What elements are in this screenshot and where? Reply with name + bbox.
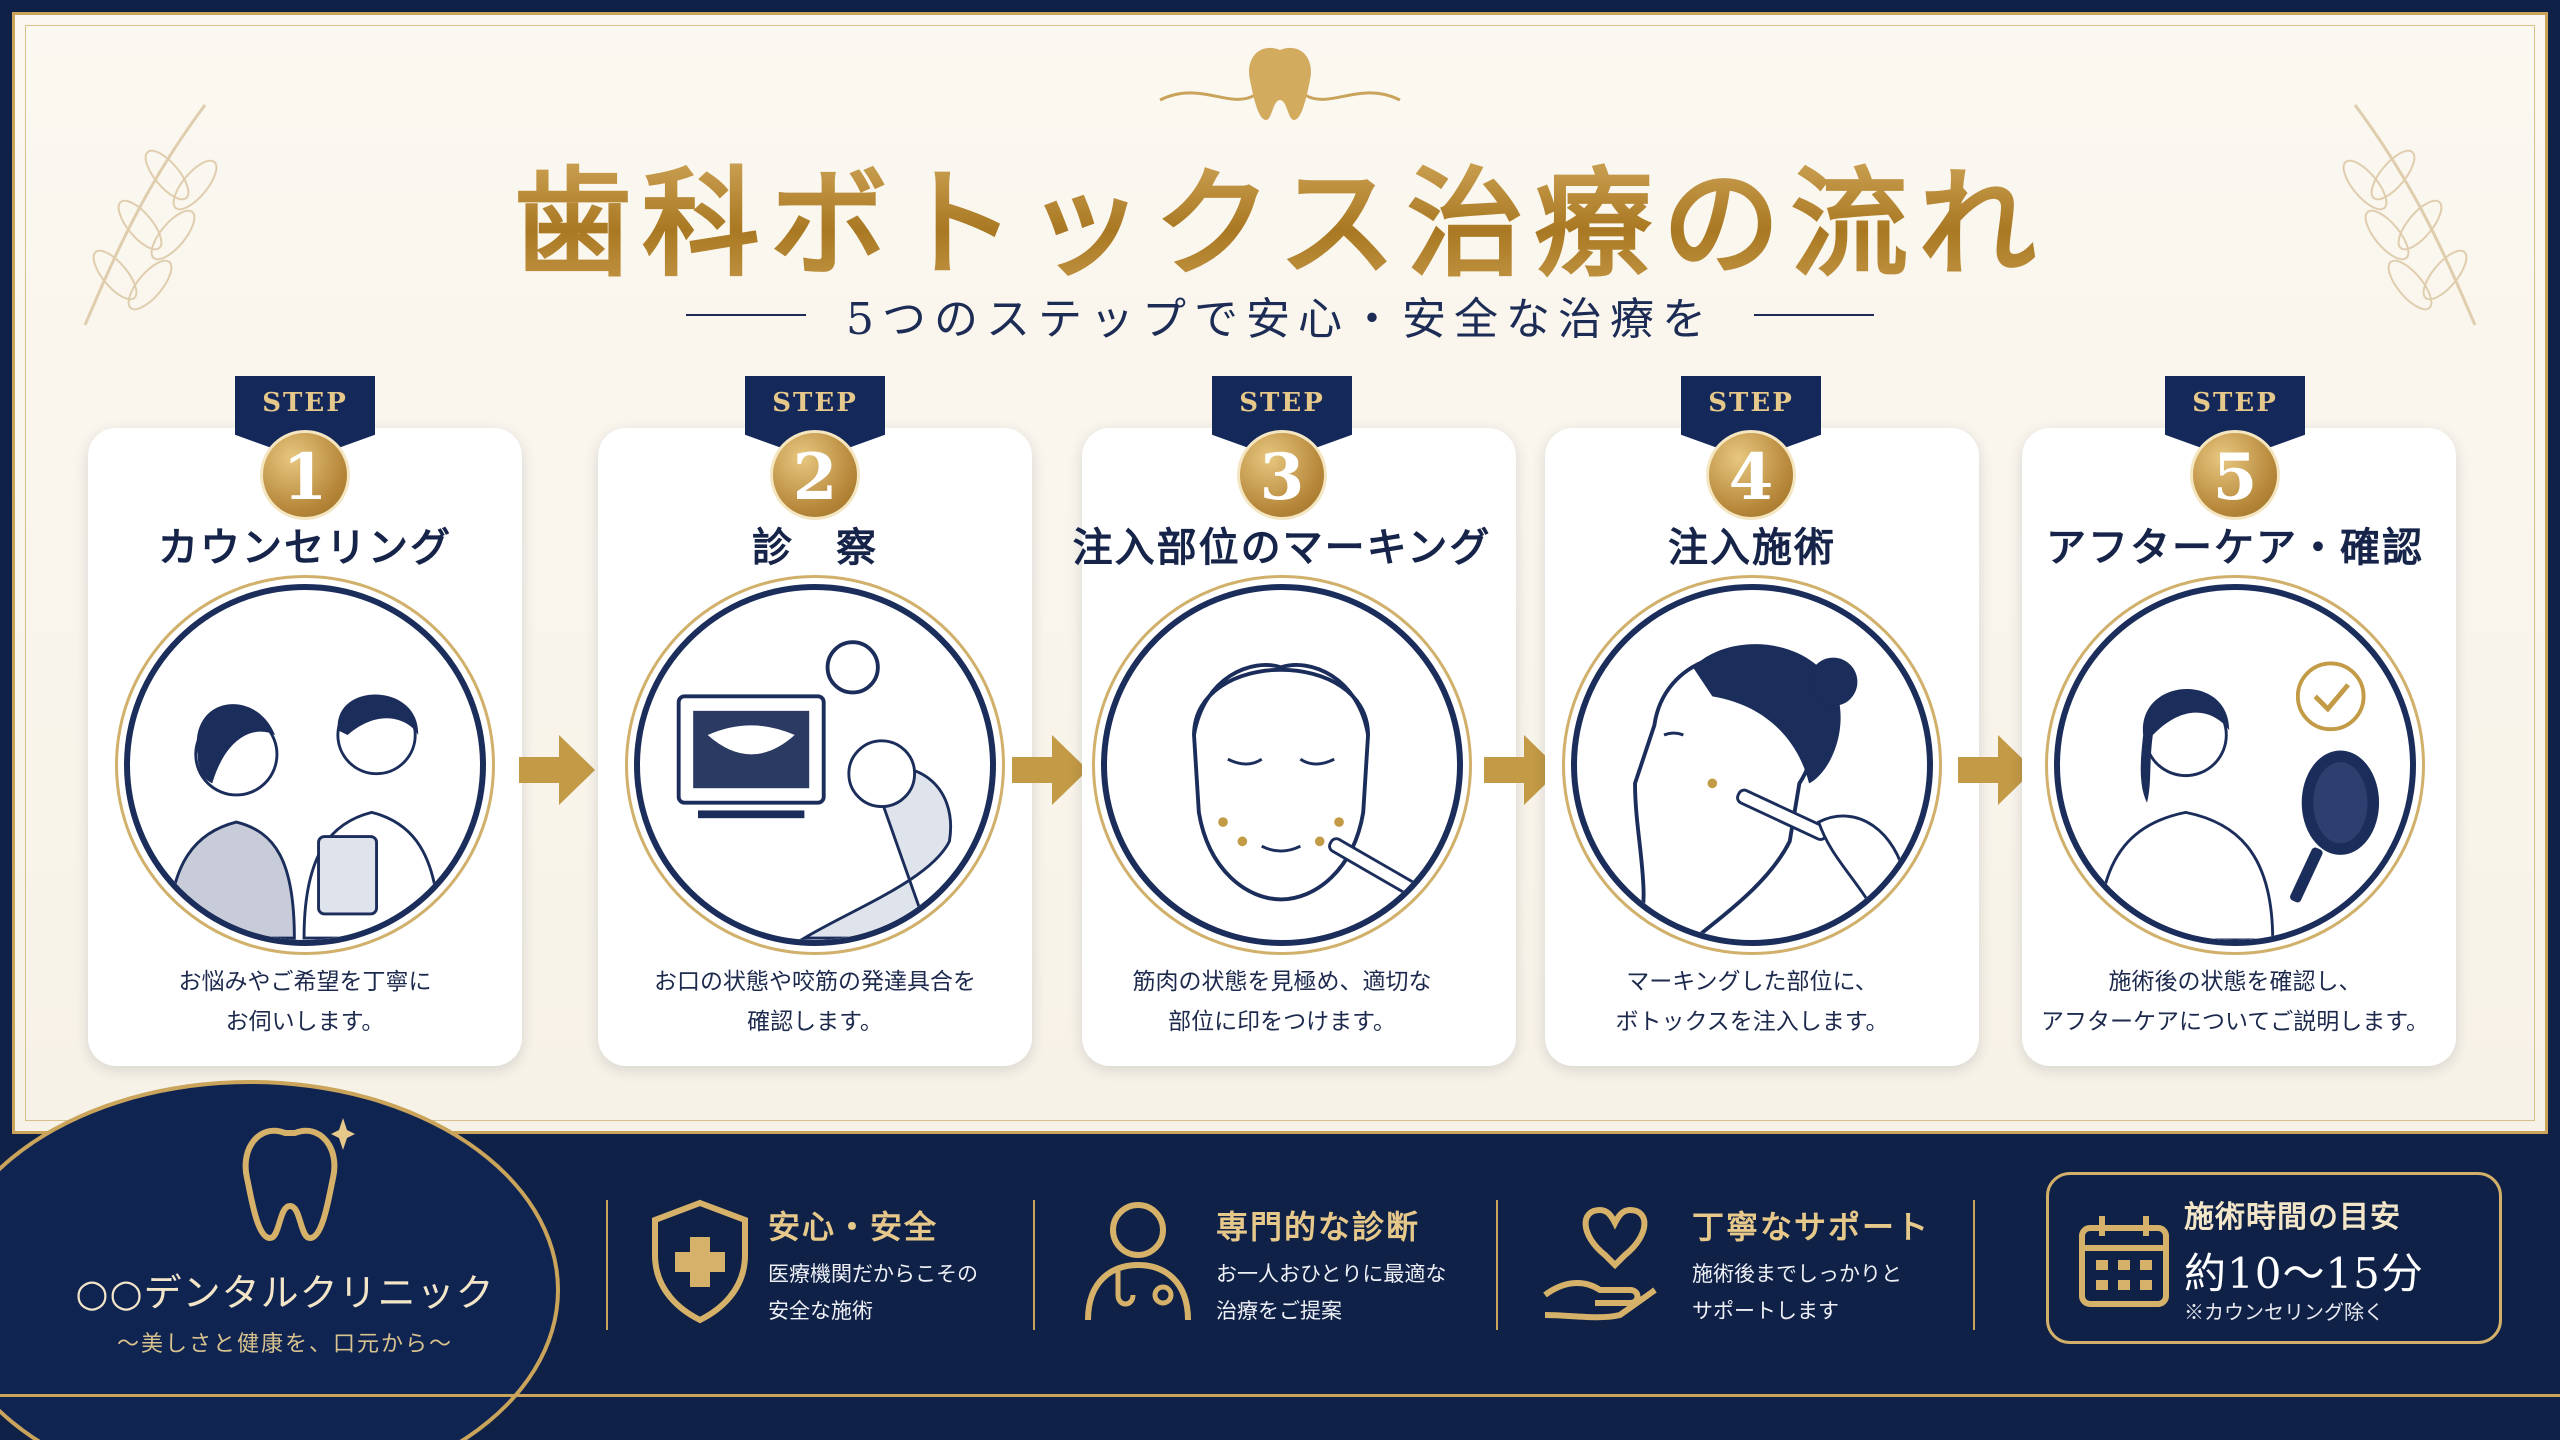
- step-description: 筋肉の状態を見極め、適切な 部位に印をつけます。: [1065, 962, 1499, 1042]
- doctor-icon: [1085, 1202, 1191, 1321]
- step-number-badge: 1: [260, 430, 350, 520]
- step-number-badge: 4: [1706, 430, 1796, 520]
- step-title: カウンセリング: [158, 524, 452, 571]
- step-number-badge: 3: [1237, 430, 1327, 520]
- time-note: ※カウンセリング除く: [2184, 1300, 2384, 1324]
- feature-desc-line: サポートします: [1692, 1299, 1839, 1323]
- subtitle-line-right: [1754, 314, 1874, 316]
- calendar-icon: [2079, 1216, 2169, 1307]
- feature-desc-line: 医療機関だからこその: [768, 1262, 978, 1286]
- feature-title: 丁寧なサポート: [1692, 1208, 1931, 1246]
- page-title: 歯科ボトックス治療の流れ: [0, 128, 2560, 299]
- arrow-right-icon: [1958, 735, 2034, 805]
- leaf-decoration-icon: [83, 104, 218, 326]
- clinic-name: ○○デンタルクリニック: [75, 1271, 495, 1315]
- step-desc-line: お悩みやご希望を丁寧に: [178, 969, 432, 995]
- time-title: 施術時間の目安: [2184, 1200, 2401, 1235]
- leaf-decoration-icon: [2342, 104, 2477, 326]
- step-title: 注入部位のマーキング: [1072, 524, 1492, 571]
- step-description: 施術後の状態を確認し、 アフターケアについてご説明します。: [2018, 962, 2452, 1042]
- shield-plus-icon: [652, 1199, 748, 1324]
- examination-illustration: [634, 584, 996, 946]
- counseling-illustration: [124, 584, 486, 946]
- feature-desc-line: 安全な施術: [768, 1299, 873, 1323]
- step-desc-line: 施術後の状態を確認し、: [2108, 969, 2362, 995]
- step-description: マーキングした部位に、 ボトックスを注入します。: [1535, 962, 1969, 1042]
- step-desc-line: ボトックスを注入します。: [1615, 1009, 1889, 1035]
- feature-description: お一人おひとりに最適な 治療をご提案: [1216, 1256, 1476, 1330]
- step-title: アフターケア・確認: [2046, 524, 2424, 571]
- step-desc-line: お伺いします。: [225, 1009, 385, 1035]
- heart-hand-icon: [1543, 1206, 1657, 1321]
- tooth-sparkle-icon: [242, 1118, 355, 1242]
- clinic-tagline: ～美しさと健康を、口元から～: [116, 1332, 453, 1357]
- clinic-brand-panel: [0, 1080, 560, 1440]
- marking-illustration: [1101, 584, 1463, 946]
- step-desc-line: 確認します。: [747, 1009, 883, 1035]
- step-desc-line: お口の状態や咬筋の発達具合を: [654, 969, 976, 995]
- feature-desc-line: 施術後までしっかりと: [1692, 1262, 1902, 1286]
- feature-desc-line: お一人おひとりに最適な: [1216, 1262, 1447, 1286]
- footer-divider-line: [0, 1394, 2560, 1397]
- arrow-right-icon: [1484, 735, 1560, 805]
- subtitle-line-left: [686, 314, 806, 316]
- step-title: 診 察: [752, 524, 878, 571]
- divider: [1973, 1200, 1975, 1330]
- step-desc-line: マーキングした部位に、: [1626, 969, 1878, 995]
- arrow-right-icon: [519, 735, 595, 805]
- step-number-badge: 5: [2190, 430, 2280, 520]
- subtitle-row: 5つのステップで安心・安全な治療を: [0, 290, 2560, 345]
- step-desc-line: 筋肉の状態を見極め、適切な: [1132, 969, 1432, 995]
- injection-illustration: [1571, 584, 1933, 946]
- treatment-time-box: [2046, 1172, 2502, 1344]
- page-subtitle: 5つのステップで安心・安全な治療を: [846, 294, 1714, 345]
- tooth-ornament-icon: [1159, 47, 1401, 120]
- step-number-badge: 2: [770, 430, 860, 520]
- feature-description: 施術後までしっかりと サポートします: [1692, 1256, 1952, 1330]
- step-title: 注入施術: [1668, 524, 1836, 571]
- feature-desc-line: 治療をご提案: [1216, 1299, 1342, 1323]
- arrow-right-icon: [1012, 735, 1088, 805]
- divider: [606, 1200, 608, 1330]
- step-desc-line: アフターケアについてご説明します。: [2040, 1009, 2429, 1035]
- feature-description: 医療機関だからこその 安全な施術: [768, 1256, 1028, 1330]
- feature-title: 安心・安全: [768, 1208, 939, 1246]
- divider: [1033, 1200, 1035, 1330]
- aftercare-illustration: [2054, 584, 2416, 946]
- step-description: お口の状態や咬筋の発達具合を 確認します。: [598, 962, 1032, 1042]
- time-value: 約10～15分: [2184, 1249, 2424, 1298]
- step-desc-line: 部位に印をつけます。: [1168, 1009, 1396, 1035]
- feature-title: 専門的な診断: [1216, 1208, 1421, 1246]
- divider: [1496, 1200, 1498, 1330]
- step-description: お悩みやご希望を丁寧に お伺いします。: [88, 962, 522, 1042]
